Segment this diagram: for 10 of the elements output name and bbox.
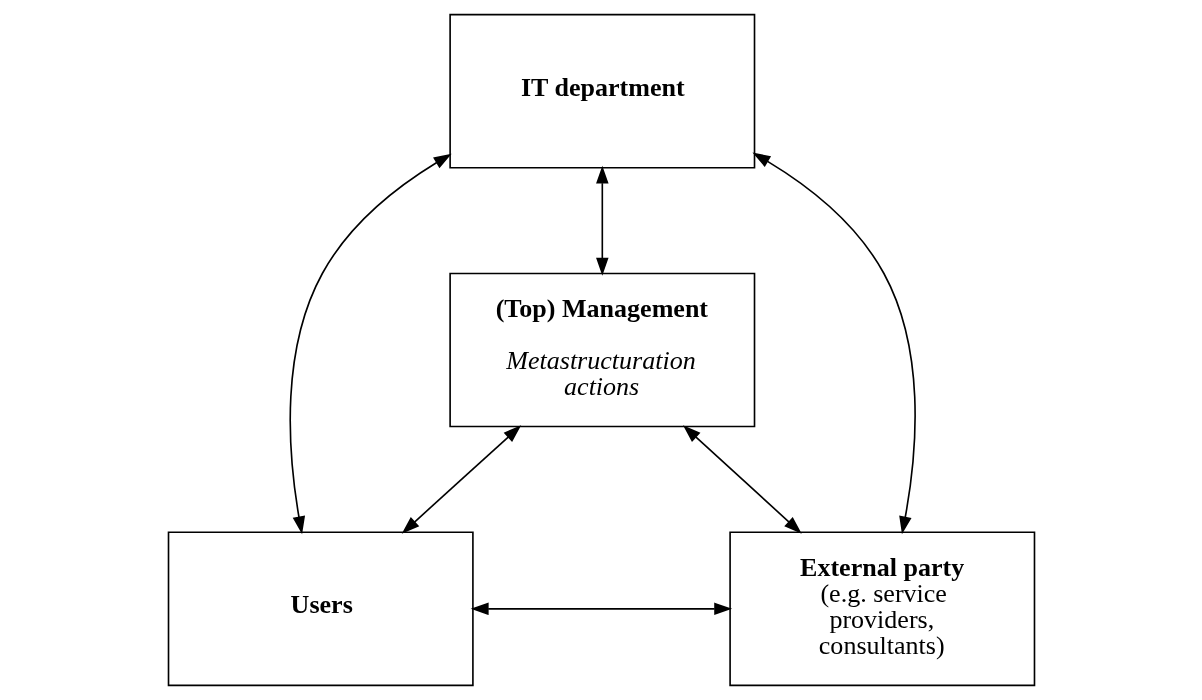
arrow xyxy=(470,602,732,616)
arrow xyxy=(401,425,521,534)
node-box: IT department xyxy=(448,13,755,169)
arrow xyxy=(595,165,609,276)
arrow xyxy=(288,153,452,535)
node-box: (Top) Management Metastructuration actions xyxy=(448,272,755,428)
node-box: External party (e.g. service providers, consultants) xyxy=(728,531,1035,687)
node-box: Users xyxy=(167,531,474,687)
arrow xyxy=(682,425,802,534)
arrow xyxy=(751,152,916,535)
